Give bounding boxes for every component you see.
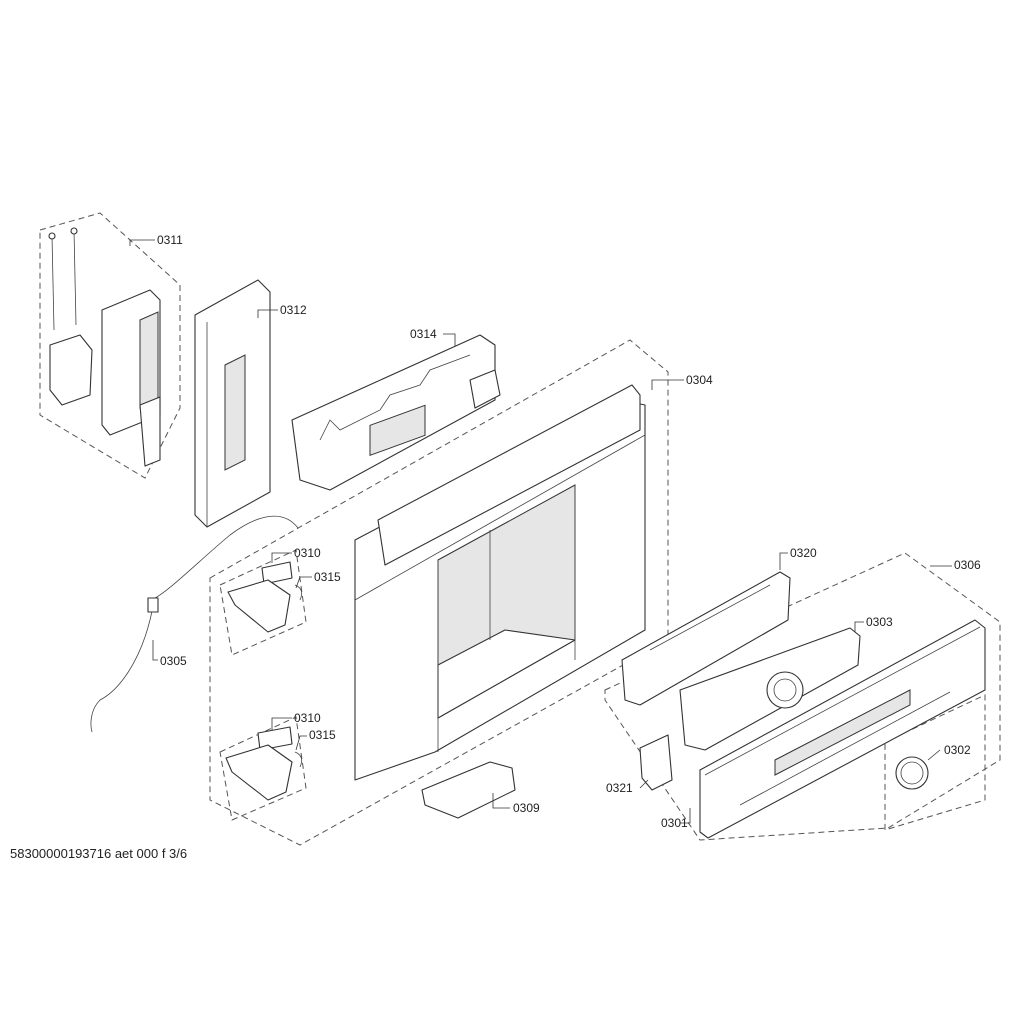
label-0314: 0314: [410, 327, 437, 341]
label-0321: 0321: [606, 781, 633, 795]
part-0320-control-board[interactable]: [621, 571, 791, 706]
label-0301: 0301: [661, 816, 688, 830]
label-0310-top: 0310: [294, 546, 321, 560]
leader-lines: [129, 239, 952, 824]
part-0321-module[interactable]: [639, 734, 673, 791]
label-0315-bottom: 0315: [309, 728, 336, 742]
label-0320: 0320: [790, 546, 817, 560]
part-0310-hinge-bottom[interactable]: [225, 726, 303, 801]
part-0311-hinge-assembly[interactable]: [48, 227, 161, 467]
label-0303: 0303: [866, 615, 893, 629]
part-0304-frame[interactable]: [354, 384, 646, 781]
part-0303-display-module[interactable]: [679, 627, 861, 751]
cable-connector: [147, 597, 159, 613]
drawing-reference-footer: 58300000193716 aet 000 f 3/6: [10, 846, 188, 861]
label-0312: 0312: [280, 303, 307, 317]
label-0315-top: 0315: [314, 570, 341, 584]
label-0305: 0305: [160, 654, 187, 668]
group-outline-0302: [884, 694, 986, 831]
group-outline-0311: [39, 212, 181, 479]
part-0309-cover-plate[interactable]: [421, 761, 516, 819]
label-0309: 0309: [513, 801, 540, 815]
group-outline-0306: [604, 552, 1001, 841]
label-0306: 0306: [954, 558, 981, 572]
part-0302-knob[interactable]: [895, 756, 929, 790]
label-0304: 0304: [686, 373, 713, 387]
part-0312-cover[interactable]: [194, 279, 271, 528]
part-0301-front-panel[interactable]: [699, 619, 986, 839]
group-outline-0310-top: [219, 549, 307, 656]
group-outline-0310-bottom: [219, 716, 307, 821]
label-0311: 0311: [157, 233, 183, 247]
part-0310-hinge-top[interactable]: [227, 561, 303, 633]
label-0302: 0302: [944, 743, 971, 757]
label-0310-bottom: 0310: [294, 711, 321, 725]
part-0314-bracket[interactable]: [291, 334, 501, 491]
